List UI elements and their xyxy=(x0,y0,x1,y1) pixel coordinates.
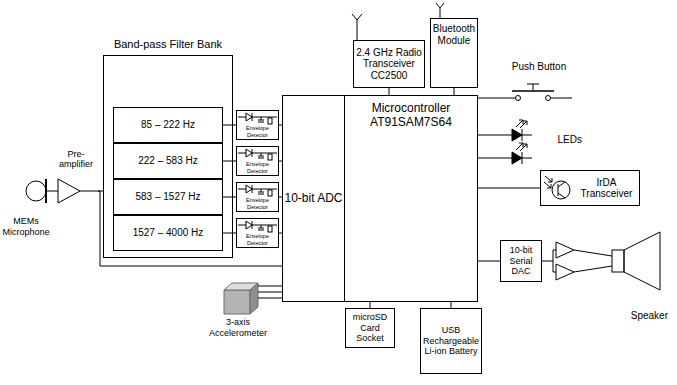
node-label: Pre-amplifier xyxy=(55,149,97,170)
node-label: LEDs xyxy=(558,134,582,146)
signal-wire xyxy=(478,261,500,262)
accelerometer-symbol xyxy=(224,283,270,314)
node-label: Envelope Detector xyxy=(238,125,277,138)
signal-wire xyxy=(478,158,500,159)
node-label: USB Rechargeable Li-ion Battery xyxy=(422,325,480,356)
microphone: MEMs Microphone xyxy=(1,168,51,238)
signal-wire xyxy=(542,261,548,262)
signal-wire xyxy=(478,188,540,189)
pre-amplifier: Pre-amplifier xyxy=(54,148,98,208)
envelope-detector: Envelope Detector xyxy=(236,110,279,140)
signal-wire xyxy=(454,88,455,95)
envelope-detector: Envelope Detector xyxy=(236,218,279,248)
speaker-symbol xyxy=(548,232,660,290)
envelope-detector-symbol xyxy=(238,113,277,232)
signal-wire xyxy=(478,98,500,99)
signal-wire xyxy=(270,298,282,299)
signal-wire xyxy=(223,233,236,234)
microphone-symbol xyxy=(26,179,51,203)
node-label: 10-bit Serial DAC xyxy=(502,245,540,276)
signal-wire xyxy=(223,161,236,162)
adc-box: 10-bit ADC xyxy=(282,95,345,302)
signal-wire xyxy=(270,286,282,287)
signal-wire xyxy=(389,88,390,95)
signal-wire xyxy=(478,135,500,136)
phototransistor-symbol xyxy=(544,176,570,199)
amplifier-symbol xyxy=(54,179,98,203)
node-label: MEMs Microphone xyxy=(2,216,50,237)
node-label: 2.4 GHz Radio Transceiver CC2500 xyxy=(355,47,423,82)
battery-box: USB Rechargeable Li-ion Battery xyxy=(420,308,482,374)
push-button-symbol xyxy=(500,84,572,101)
node-label: Envelope Detector xyxy=(238,161,277,174)
node-label: 85 – 222 Hz xyxy=(141,119,195,131)
node-label: microSD Card Socket xyxy=(347,312,393,343)
filter-box: 222 – 583 Hz xyxy=(113,143,223,179)
radio-box: 2.4 GHz Radio Transceiver CC2500 xyxy=(353,40,425,88)
node-label: Bluetooth Module xyxy=(432,23,476,46)
accelerometer: 3-axis Accelerometer xyxy=(206,281,270,339)
node-label: 10-bit ADC xyxy=(284,192,342,206)
bluetooth-box: Bluetooth Module xyxy=(430,18,478,88)
node-label: IrDA Transceiver xyxy=(575,177,638,200)
filter-box: 1527 – 4000 Hz xyxy=(113,215,223,251)
led-symbol xyxy=(500,120,532,164)
node-label: Envelope Detector xyxy=(238,197,277,210)
filter-box: 583 – 1527 Hz xyxy=(113,179,223,215)
node-label: 583 – 1527 Hz xyxy=(135,191,200,203)
speaker: Speaker xyxy=(548,230,670,322)
node-label: 3-axis Accelerometer xyxy=(207,317,269,338)
node-label: Speaker xyxy=(631,310,668,322)
dac-box: 10-bit Serial DAC xyxy=(500,240,542,282)
signal-wire xyxy=(51,191,54,192)
node-label: Microcontroller AT91SAM7S64 xyxy=(346,102,476,130)
filter-bank-box: 85 – 222 Hz 222 – 583 Hz 583 – 1527 Hz 1527… xyxy=(103,55,233,258)
signal-wire xyxy=(98,191,282,266)
signal-wire xyxy=(223,125,236,126)
node-label: 222 – 583 Hz xyxy=(138,155,198,167)
push-button: Push Button xyxy=(500,60,578,106)
signal-wire xyxy=(223,197,236,198)
envelope-detector: Envelope Detector xyxy=(236,146,279,176)
node-label: Envelope Detector xyxy=(238,233,277,246)
envelope-detector: Envelope Detector xyxy=(236,182,279,212)
signal-wire xyxy=(270,292,282,293)
node-label: 1527 – 4000 Hz xyxy=(133,227,204,239)
filter-box: 85 – 222 Hz xyxy=(113,107,223,143)
microcontroller-box: Microcontroller AT91SAM7S64 xyxy=(344,95,478,302)
microsd-box: microSD Card Socket xyxy=(345,308,395,348)
led-group: LEDs xyxy=(500,112,590,168)
group-title: Band-pass Filter Bank xyxy=(84,38,252,51)
irda-box: IrDA Transceiver xyxy=(540,170,640,206)
node-label: Push Button xyxy=(512,61,566,73)
